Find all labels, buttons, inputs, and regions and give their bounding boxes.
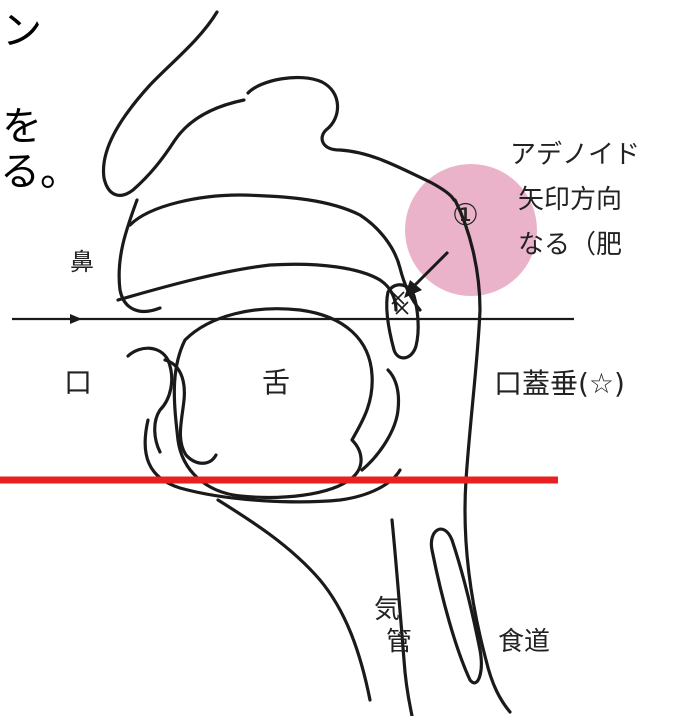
nasal-cavity-outline	[246, 75, 456, 202]
trachea-label-2: 管	[386, 627, 412, 657]
callout-line-3: なる（肥	[518, 230, 622, 260]
lips-outline	[126, 346, 174, 454]
tongue-label: 舌	[262, 366, 290, 399]
upper-lip-outline	[117, 198, 162, 313]
soft-palate-outline	[385, 283, 420, 360]
top-left-text-1: ン	[2, 8, 42, 54]
esophagus-label: 食道	[498, 627, 550, 657]
lower-jaw-inner	[163, 358, 218, 465]
chin-outline	[143, 418, 402, 504]
neck-front	[216, 498, 372, 702]
callout-title: アデノイド	[510, 140, 640, 170]
top-left-text-2: を	[2, 104, 42, 150]
face-outline	[101, 10, 246, 197]
mouth-label: 口	[64, 366, 92, 399]
palate-inner-outline	[116, 262, 398, 312]
nose-label: 鼻	[70, 248, 94, 276]
esophagus-outline	[429, 527, 483, 685]
adenoid-marker-label: ①	[452, 198, 479, 233]
hard-palate-outline	[128, 193, 422, 312]
tongue-outline	[172, 307, 374, 499]
pharynx-wall	[453, 198, 512, 714]
trachea-label-1: 気	[374, 595, 400, 625]
callout-line-2: 矢印方向	[518, 185, 622, 215]
trachea-front	[390, 518, 414, 716]
airflow-line	[12, 314, 574, 324]
top-left-text-3: る。	[0, 149, 80, 195]
adenoid-marks	[391, 291, 409, 315]
uvula-label: 口蓋垂(☆)	[494, 367, 625, 400]
adenoid-arrow	[404, 250, 450, 298]
epiglottis-outline	[360, 368, 401, 472]
